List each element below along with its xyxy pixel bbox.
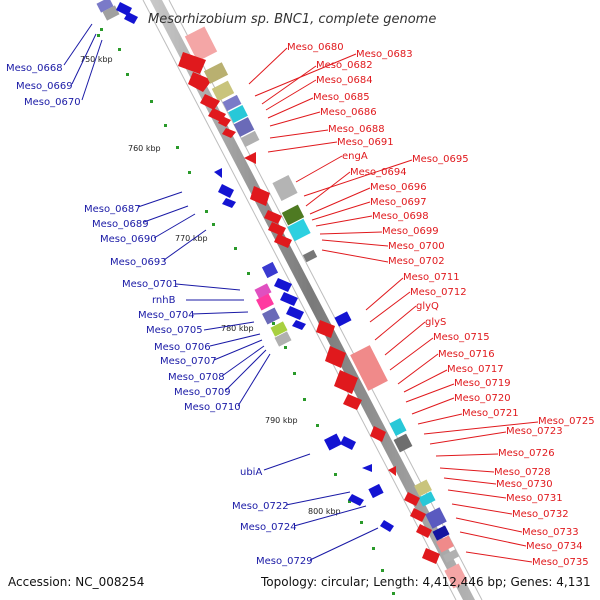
gene-label-meso-0690: Meso_0690 [100,234,157,245]
gene-label-meso-0695: Meso_0695 [412,154,469,165]
gene-label-meso-0689: Meso_0689 [92,219,149,230]
gene-label-meso-0726: Meso_0726 [498,448,555,459]
gene-label-meso-0701: Meso_0701 [122,279,179,290]
gene-label-meso-0717: Meso_0717 [447,364,504,375]
gene-label-meso-0722: Meso_0722 [232,501,289,512]
gene-label-meso-0731: Meso_0731 [506,493,563,504]
tick-label-750: 750 kbp [80,55,113,64]
gene-label-glyq: glyQ [416,301,439,312]
leader-lines-left [63,23,379,561]
tick-dots-right [118,48,395,595]
gene-label-meso-0712: Meso_0712 [410,287,467,298]
gene-label-meso-0707: Meso_0707 [160,356,217,367]
gene-label-meso-0732: Meso_0732 [512,509,569,520]
gene-label-meso-0687: Meso_0687 [84,204,141,215]
gene-label-meso-0693: Meso_0693 [110,257,167,268]
tick-label-800: 800 kbp [308,507,341,516]
gene-label-meso-0696: Meso_0696 [370,182,427,193]
gene-label-meso-0723: Meso_0723 [506,426,563,437]
gene-label-meso-0716: Meso_0716 [438,349,495,360]
gene-label-ubia: ubiA [240,467,262,478]
gene-label-meso-0700: Meso_0700 [388,241,445,252]
gene-label-meso-0697: Meso_0697 [370,197,427,208]
gene-label-glys: glyS [425,317,446,328]
gene-label-meso-0720: Meso_0720 [454,393,511,404]
gene-label-meso-0684: Meso_0684 [316,75,373,86]
gene-label-meso-0682: Meso_0682 [316,60,373,71]
gene-label-meso-0706: Meso_0706 [154,342,211,353]
gene-label-meso-0729: Meso_0729 [256,556,313,567]
tick-label-780: 780 kbp [221,324,254,333]
gene-label-meso-0730: Meso_0730 [496,479,553,490]
gene-label-meso-0709: Meso_0709 [174,387,231,398]
gene-label-meso-0702: Meso_0702 [388,256,445,267]
gene-label-meso-0721: Meso_0721 [462,408,519,419]
gene-label-meso-0699: Meso_0699 [382,226,439,237]
forward-strand-genes [178,26,468,589]
gene-label-meso-0710: Meso_0710 [184,402,241,413]
accession-text: Accession: NC_008254 [8,575,144,589]
gene-label-meso-0685: Meso_0685 [313,92,370,103]
gene-label-meso-0680: Meso_0680 [287,42,344,53]
left-gene-labels: Meso_0668 Meso_0669 Meso_0670 Meso_0687 … [6,63,313,567]
reverse-strand-genes [96,0,394,532]
tick-label-790: 790 kbp [265,416,298,425]
gene-label-meso-0698: Meso_0698 [372,211,429,222]
leader-lines-right [248,47,539,563]
gene-label-meso-0711: Meso_0711 [403,272,460,283]
gene-label-meso-0715: Meso_0715 [433,332,490,343]
gene-label-meso-0670: Meso_0670 [24,97,81,108]
gene-label-meso-0683: Meso_0683 [356,49,413,60]
gene-label-meso-0728: Meso_0728 [494,467,551,478]
gene-label-meso-0705: Meso_0705 [146,325,203,336]
gene-label-meso-0708: Meso_0708 [168,372,225,383]
gene-label-meso-0688: Meso_0688 [328,124,385,135]
gene-label-meso-0734: Meso_0734 [526,541,583,552]
topology-text: Topology: circular; Length: 4,412,446 bp… [260,575,591,589]
tick-dots-left [97,28,103,37]
right-gene-labels: Meso_0680 Meso_0683 Meso_0682 Meso_0684 … [287,42,595,568]
gene-label-meso-0691: Meso_0691 [337,137,394,148]
gene-label-meso-0686: Meso_0686 [320,107,377,118]
gene-label-meso-0704: Meso_0704 [138,310,195,321]
tick-label-760: 760 kbp [128,144,161,153]
gene-label-meso-0725: Meso_0725 [538,416,595,427]
tick-label-770: 770 kbp [175,234,208,243]
map-title: Mesorhizobium sp. BNC1, complete genome [148,12,436,27]
gene-label-meso-0694: Meso_0694 [350,167,407,178]
gene-label-meso-0733: Meso_0733 [522,527,579,538]
gene-label-meso-0735: Meso_0735 [532,557,589,568]
gene-label-meso-0669: Meso_0669 [16,81,73,92]
gene-label-meso-0719: Meso_0719 [454,378,511,389]
gene-label-enga: engA [342,151,368,162]
gene-label-meso-0724: Meso_0724 [240,522,297,533]
gene-label-meso-0668: Meso_0668 [6,63,63,74]
genome-backbone [150,0,475,600]
ring-guide-inner [142,0,457,600]
gene-label-rnhb: rnhB [152,295,176,306]
